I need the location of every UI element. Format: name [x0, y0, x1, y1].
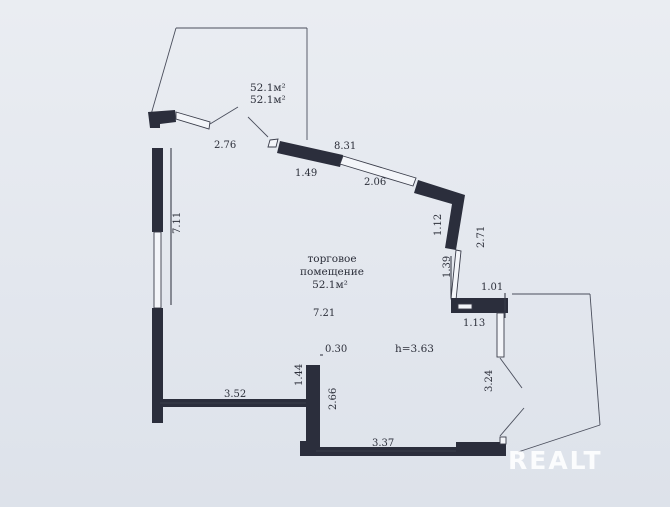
- dim-2-76: 2.76: [214, 140, 236, 151]
- room-label-group: торговое помещение 52.1м² h=3.63: [300, 253, 434, 355]
- site-boundary-lines: [149, 27, 601, 453]
- dimension-lines: [160, 148, 506, 452]
- watermark-brand: REALT: [508, 446, 603, 475]
- dim-1-39: 1.39: [442, 256, 453, 278]
- dim-1-12: 1.12: [433, 214, 444, 236]
- room-name-line2: помещение: [300, 266, 364, 278]
- dim-7-11: 7.11: [172, 212, 183, 234]
- dim-7-21: 7.21: [313, 308, 335, 319]
- right-wall: [450, 249, 525, 437]
- left-wall: [152, 148, 163, 423]
- dim-1-13: 1.13: [463, 318, 485, 329]
- area-label-top-2: 52.1м²: [250, 94, 286, 106]
- top-left-corner: [148, 106, 239, 130]
- realt-watermark: REALT: [508, 446, 603, 475]
- dim-1-44: 1.44: [294, 364, 305, 386]
- dim-3-37: 3.37: [372, 438, 394, 449]
- dim-1-01: 1.01: [481, 282, 503, 293]
- dim-2-71: 2.71: [476, 226, 487, 248]
- room-area: 52.1м²: [312, 279, 348, 291]
- room-name-line1: торговое: [307, 253, 356, 265]
- dim-0-30: 0.30: [325, 344, 347, 355]
- top-diagonal-wall: [247, 116, 465, 250]
- dimension-labels: 2.76 8.31 1.49 2.06 7.11 1.12 2.71 1.39 …: [172, 140, 503, 449]
- area-label-top-group: 52.1м² 52.1м²: [250, 82, 286, 106]
- dim-2-06: 2.06: [364, 177, 386, 188]
- dim-3-52: 3.52: [224, 389, 246, 400]
- ceiling-height: h=3.63: [395, 343, 434, 355]
- dim-1-49: 1.49: [295, 168, 317, 179]
- dim-8-31: 8.31: [334, 141, 356, 152]
- dim-2-66: 2.66: [328, 388, 339, 410]
- area-label-top-1: 52.1м²: [250, 82, 286, 94]
- dim-3-24: 3.24: [484, 370, 495, 392]
